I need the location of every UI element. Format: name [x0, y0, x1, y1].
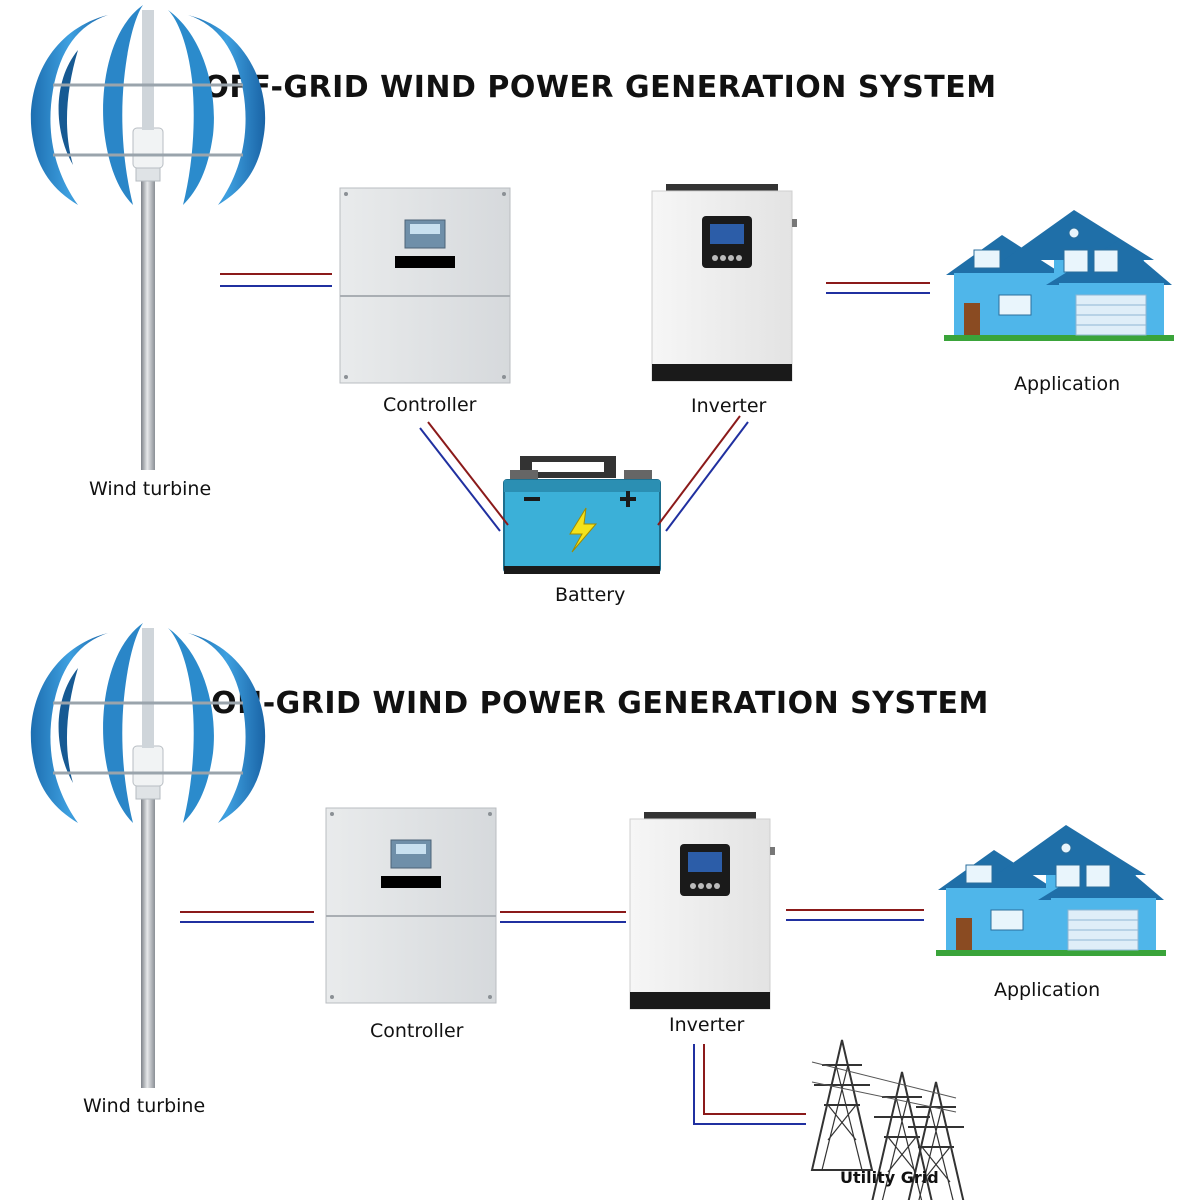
on-grid-title: ON-GRID WIND POWER GENERATION SYSTEM: [211, 686, 989, 721]
off-grid-inverter-label: Inverter: [691, 395, 767, 417]
on-grid-wind-turbine: [29, 621, 267, 1090]
off-grid-wires: [220, 273, 930, 532]
battery: [503, 456, 661, 574]
off-grid-application-label: Application: [1014, 373, 1121, 395]
on-grid-wires: [180, 909, 924, 1125]
utility-grid-towers: [811, 1039, 967, 1200]
on-grid-controller: [325, 807, 497, 1004]
utility-grid-label: Utility Grid: [840, 1168, 939, 1187]
off-grid-wind-turbine: [29, 3, 267, 472]
battery-label: Battery: [555, 584, 626, 606]
off-grid-title: OFF-GRID WIND POWER GENERATION SYSTEM: [203, 70, 997, 105]
on-grid-wind-turbine-label: Wind turbine: [83, 1095, 206, 1117]
on-grid-house: [935, 824, 1167, 957]
off-grid-house: [943, 209, 1175, 342]
off-grid-inverter: [651, 183, 798, 382]
off-grid-controller: [339, 187, 511, 384]
off-grid-controller-label: Controller: [383, 394, 477, 416]
on-grid-inverter: [629, 811, 776, 1010]
on-grid-controller-label: Controller: [370, 1020, 464, 1042]
off-grid-wind-turbine-label: Wind turbine: [89, 478, 212, 500]
on-grid-inverter-label: Inverter: [669, 1014, 745, 1036]
on-grid-application-label: Application: [994, 979, 1101, 1001]
